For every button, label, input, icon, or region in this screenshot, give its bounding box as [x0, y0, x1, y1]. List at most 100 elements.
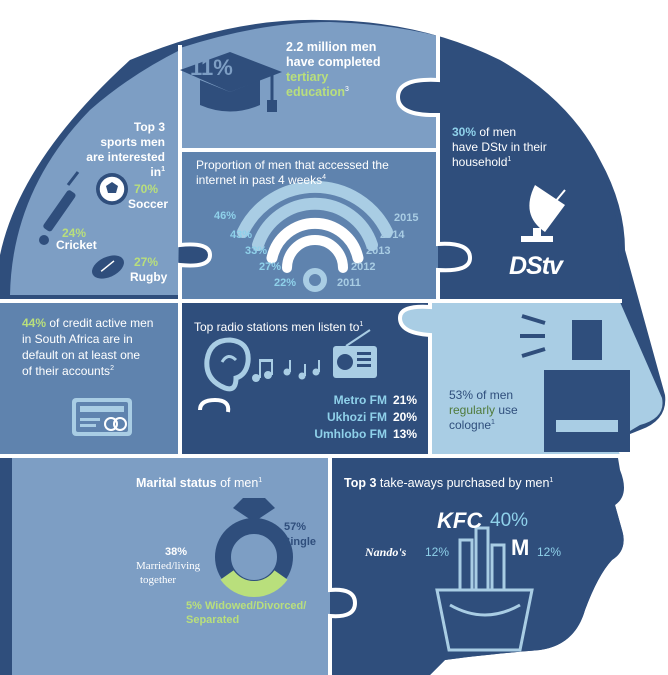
- ear-icon: [204, 337, 251, 392]
- mcdonalds-logo: M: [511, 535, 530, 560]
- internet-pct-2015: 46%: [214, 210, 237, 222]
- soccer-ball-icon: [96, 173, 128, 205]
- internet-year-2012: 2012: [351, 261, 376, 273]
- satellite-dish-icon: [521, 185, 566, 242]
- dstv-line1: of men: [479, 125, 517, 139]
- cricket-label: Cricket: [56, 238, 97, 252]
- takeaways-footnote: 1: [549, 476, 554, 484]
- credit-percent: 44%: [22, 316, 47, 330]
- married-percent: 38%: [165, 546, 188, 558]
- education-line2: have completed: [286, 55, 381, 69]
- education-piece: [180, 22, 438, 150]
- fries-icon: [435, 526, 534, 652]
- internet-title: Proportion of men that accessed the inte…: [196, 158, 431, 188]
- sports-title3: are interested in: [86, 150, 165, 179]
- cricket-percent: 24%: [62, 226, 87, 240]
- cologne-footnote: 1: [491, 419, 495, 426]
- internet-year-2013: 2013: [366, 245, 391, 257]
- dstv-line3: household: [452, 155, 508, 169]
- cologne-use: use: [498, 403, 518, 417]
- cologne-line3: cologne: [449, 418, 492, 432]
- education-line3: tertiary: [286, 70, 329, 84]
- internet-pct-2011: 22%: [274, 277, 297, 289]
- marital-title: Marital status of men1: [136, 476, 262, 491]
- takeaways-title: Top 3 take-aways purchased by men1: [344, 476, 553, 491]
- education-percent: 11%: [190, 55, 233, 80]
- radio-pct-1: 21%: [393, 393, 418, 407]
- marital-footnote: 1: [258, 476, 263, 484]
- radio-footnote: 1: [359, 321, 364, 328]
- internet-year-2014: 2014: [380, 229, 405, 241]
- cologne-line1: of men: [476, 388, 514, 402]
- cologne-bottle-icon: [520, 314, 630, 452]
- credit-line4: of their accounts: [22, 364, 111, 378]
- radio-pct-2: 20%: [393, 410, 418, 424]
- credit-line3: default on at least one: [22, 348, 141, 362]
- radio-station-2: Ukhozi FM: [327, 410, 387, 424]
- radio-icon: [333, 329, 377, 378]
- radio-station-1: Metro FM: [333, 393, 387, 407]
- internet-pct-2014: 43%: [230, 229, 253, 241]
- widowed-segment: [220, 570, 288, 598]
- marital-title-rest: of men: [220, 476, 259, 490]
- single-percent: 57%: [284, 521, 307, 533]
- sports-title2: sports men: [100, 135, 165, 149]
- sports-piece: [10, 50, 180, 295]
- education-headline: 2.2 million: [286, 40, 348, 54]
- dstv-footnote: 1: [507, 156, 512, 163]
- internet-year-2011: 2011: [337, 277, 361, 289]
- cologne-percent: 53%: [449, 388, 474, 402]
- internet-pct-2012: 27%: [259, 261, 282, 273]
- dstv-text: 30% of men have DStv in their household1: [452, 125, 602, 170]
- internet-year-2015: 2015: [394, 212, 419, 224]
- married-label2: together: [140, 574, 177, 586]
- dstv-logo: DStv: [509, 252, 563, 280]
- puzzle-gaps: [0, 30, 622, 675]
- cologne-regularly: regularly: [449, 403, 496, 417]
- sports-footnote: 1: [161, 166, 165, 173]
- married-label: Married/living together: [136, 559, 200, 587]
- radio-piece: [180, 302, 430, 455]
- credit-footnote: 2: [110, 365, 114, 372]
- wifi-signal-icon: [237, 180, 393, 292]
- internet-title2: internet in past 4 weeks: [196, 173, 323, 187]
- widowed-label2: Separated: [186, 614, 240, 626]
- widowed-text: 5% Widowed/Divorced/ Separated: [186, 599, 306, 627]
- nandos-percent: 12%: [425, 545, 450, 559]
- marital-title-bold: Marital status: [136, 476, 217, 490]
- married-label1: Married/living: [136, 560, 201, 572]
- marital-ring-icon: [215, 498, 293, 598]
- wallet-icon: [72, 398, 132, 436]
- takeaways-title-bold: Top 3: [344, 476, 377, 490]
- cologne-text: 53% of men regularly use cologne1: [449, 388, 544, 433]
- dstv-piece: [438, 38, 620, 300]
- radio-title: Top radio stations men listen to1: [194, 320, 363, 335]
- cricket-bat-icon: [39, 171, 80, 245]
- credit-piece: [0, 302, 180, 455]
- rugby-label: Rugby: [130, 270, 168, 284]
- credit-line2: in South Africa are in: [22, 332, 133, 346]
- credit-line1: of credit active men: [49, 316, 154, 330]
- graduation-cap-icon: [180, 52, 282, 112]
- sports-title: Top 3 sports men are interested in1: [75, 120, 165, 180]
- soccer-percent: 70%: [134, 182, 159, 196]
- internet-footnote: 4: [322, 174, 326, 181]
- rugby-percent: 27%: [134, 255, 159, 269]
- internet-pct-2013: 33%: [245, 245, 268, 257]
- soccer-label: Soccer: [128, 197, 169, 211]
- nandos-logo: Nando's: [365, 545, 407, 559]
- dstv-percent: 30%: [452, 125, 477, 139]
- single-label: Single: [283, 536, 317, 548]
- kfc-logo: KFC: [437, 508, 483, 533]
- takeaways-title-rest: take-aways purchased by men: [379, 476, 550, 490]
- education-line1: men: [350, 40, 377, 54]
- widowed-label1: Widowed/Divorced/: [204, 600, 307, 612]
- radio-title-text: Top radio stations men listen to: [194, 320, 360, 334]
- sports-title1: Top 3: [133, 120, 165, 134]
- rugby-ball-icon: [92, 255, 124, 279]
- widowed-percent: 5%: [186, 600, 202, 612]
- music-notes-icon: [252, 359, 320, 382]
- education-line4: education: [286, 85, 346, 99]
